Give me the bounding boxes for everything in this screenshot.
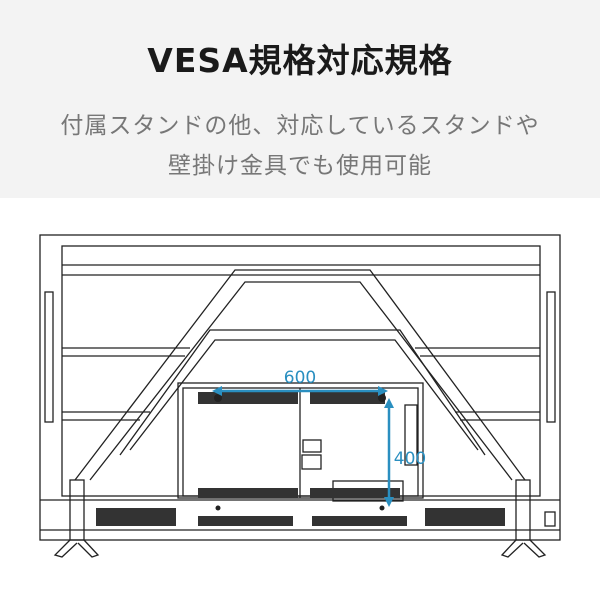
vesa-hole-top-right xyxy=(378,394,386,402)
height-label: 400 xyxy=(394,449,426,469)
page-title: VESA規格対応規格 xyxy=(147,41,453,80)
tv-back-diagram: 600 400 xyxy=(39,234,561,558)
vesa-hole-top-left xyxy=(214,394,222,402)
header-banner: VESA規格対応規格 付属スタンドの他、対応しているスタンドや 壁掛け金具でも使… xyxy=(0,0,600,198)
width-label: 600 xyxy=(284,368,316,388)
subtitle-line-1: 付属スタンドの他、対応しているスタンドや xyxy=(60,113,540,139)
subtitle-line-2: 壁掛け金具でも使用可能 xyxy=(168,153,432,179)
vent-grilles xyxy=(96,392,505,526)
tv-outer-frame xyxy=(39,234,561,541)
